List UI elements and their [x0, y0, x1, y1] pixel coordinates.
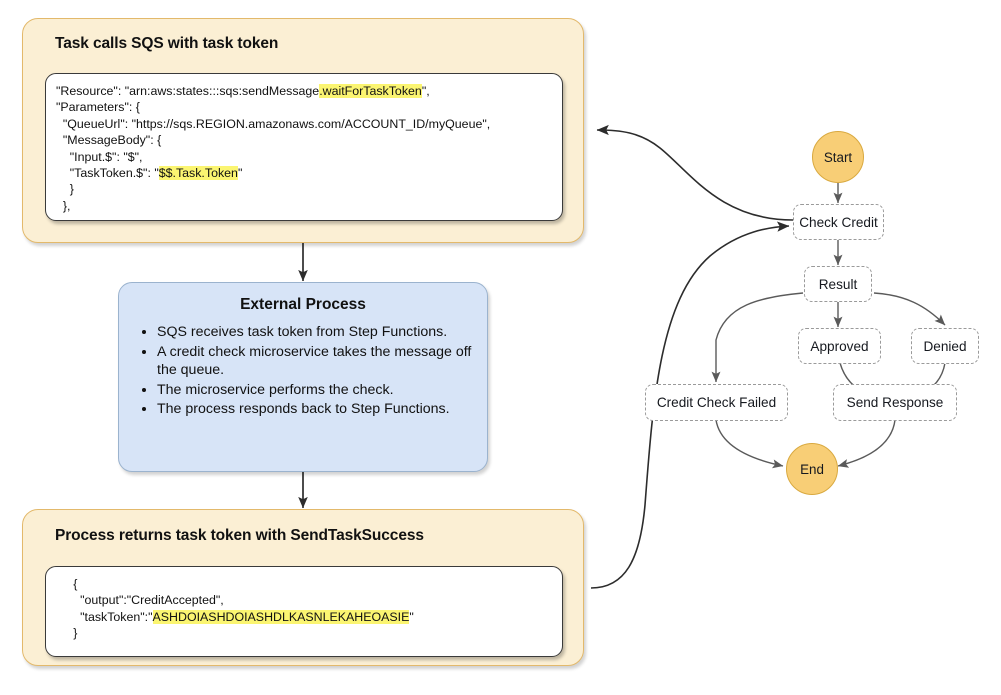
box-external-process: External Process SQS receives task token… [118, 282, 488, 472]
external-process-step: The microservice performs the check. [157, 381, 473, 400]
code-line: "taskToken":"ASHDOIASHDOIASHDLKASNLEKAHE… [56, 609, 552, 625]
code-run: "Resource": "arn:aws:states:::sqs:sendMe… [56, 84, 320, 98]
state-node-start-label: Start [823, 149, 853, 165]
code-run: } [56, 182, 74, 197]
external-process-step: The process responds back to Step Functi… [157, 400, 473, 419]
edge-result-to-denied [873, 292, 946, 326]
state-node-approved-label: Approved [810, 338, 869, 354]
state-node-result-label: Result [818, 276, 858, 292]
state-node-credit-check-failed-label: Credit Check Failed [656, 395, 777, 410]
code-line: "output":"CreditAccepted", [56, 592, 552, 608]
panel-process-returns-token: Process returns task token with SendTask… [22, 509, 584, 666]
code-run: } [56, 626, 78, 641]
panel-task-calls-sqs: Task calls SQS with task token "Resource… [22, 18, 584, 243]
edge-result-to-credit-check-failed [711, 292, 804, 383]
code-run: "TaskToken.$": " [56, 166, 159, 181]
external-process-step: SQS receives task token from Step Functi… [157, 323, 473, 342]
code-text-send-task-success: { "output":"CreditAccepted", "taskToken"… [46, 567, 562, 651]
code-run: " [409, 609, 414, 624]
code-line: "MessageBody": { [56, 132, 552, 148]
state-node-check-credit[interactable]: Check Credit [793, 204, 884, 240]
state-node-send-response-label: Send Response [846, 395, 944, 410]
code-highlight: $$.Task.Token [158, 166, 238, 181]
code-line: "Parameters": { [56, 99, 552, 115]
code-run: "Parameters": { [56, 100, 140, 115]
code-run: "QueueUrl": "https://sqs.REGION.amazonaw… [56, 116, 491, 131]
edge-check-credit-to-top-panel [596, 124, 794, 221]
code-run: ", [421, 84, 430, 98]
external-process-step-list: SQS receives task token from Step Functi… [127, 323, 479, 419]
code-block-task-definition: "Resource": "arn:aws:states:::sqs:sendMe… [45, 73, 563, 221]
code-line: "Input.$": "$", [56, 149, 552, 165]
code-block-send-task-success: { "output":"CreditAccepted", "taskToken"… [45, 566, 563, 657]
code-run: " [237, 166, 243, 181]
edge-credit-check-failed-to-end [715, 419, 784, 469]
code-run: "taskToken":" [56, 609, 153, 624]
state-node-denied-label: Denied [923, 338, 967, 354]
state-node-denied[interactable]: Denied [911, 328, 979, 364]
code-run: "Input.$": "$", [56, 149, 143, 164]
code-highlight: ASHDOIASHDOIASHDLKASNLEKAHEOASIE [152, 609, 410, 624]
state-node-send-response[interactable]: Send Response [833, 384, 957, 421]
state-node-result[interactable]: Result [804, 266, 872, 302]
code-line: "QueueUrl": "https://sqs.REGION.amazonaw… [56, 116, 552, 132]
edge-send-response-to-end [837, 419, 896, 468]
external-process-title: External Process [240, 296, 366, 313]
state-node-start[interactable]: Start [812, 131, 864, 183]
code-run: "MessageBody": { [56, 133, 162, 148]
code-run: { [56, 577, 78, 591]
panel-title-process-returns-token: Process returns task token with SendTask… [55, 527, 424, 544]
code-line: } [56, 181, 552, 197]
code-run: }, [56, 198, 71, 213]
state-node-end-label: End [800, 461, 824, 477]
panel-title-task-calls-sqs: Task calls SQS with task token [55, 35, 279, 52]
code-line: } [56, 625, 552, 641]
code-text-task-definition: "Resource": "arn:aws:states:::sqs:sendMe… [46, 74, 562, 220]
state-node-end[interactable]: End [786, 443, 838, 495]
code-line: "TaskToken.$": "$$.Task.Token" [56, 165, 552, 181]
state-node-credit-check-failed[interactable]: Credit Check Failed [645, 384, 788, 421]
code-line: { [56, 576, 552, 592]
code-highlight: .waitForTaskToken [319, 84, 422, 98]
code-line: }, [56, 198, 552, 214]
external-process-step: A credit check microservice takes the me… [157, 343, 473, 380]
state-node-approved[interactable]: Approved [798, 328, 881, 364]
code-run: "output":"CreditAccepted", [56, 593, 224, 608]
state-node-check-credit-label: Check Credit [799, 214, 878, 230]
code-line: "Resource": "arn:aws:states:::sqs:sendMe… [56, 83, 552, 99]
